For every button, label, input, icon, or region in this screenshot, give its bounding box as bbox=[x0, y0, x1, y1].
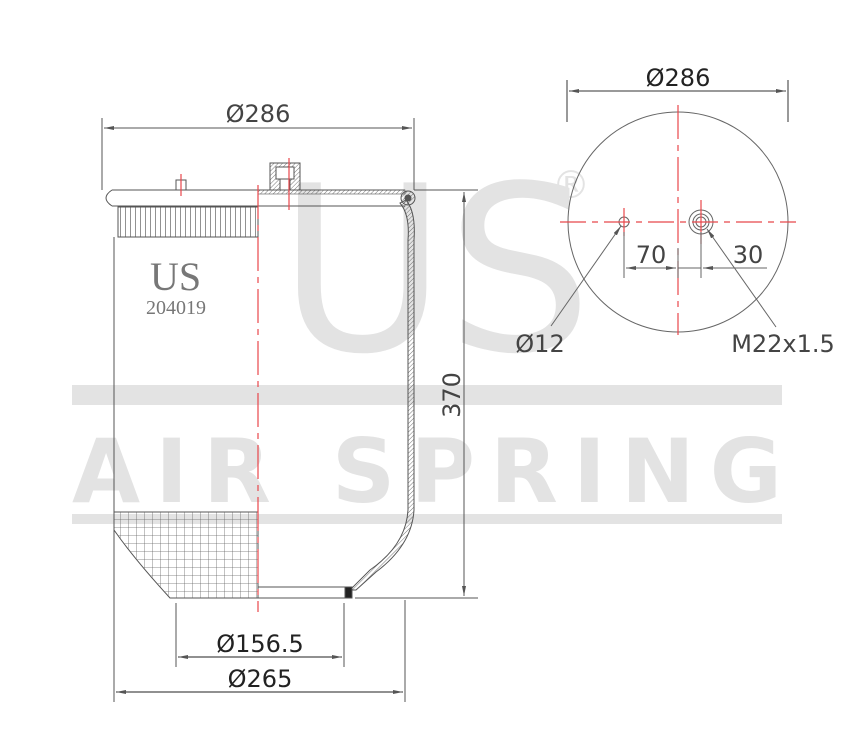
piston-grid bbox=[113, 511, 259, 599]
watermark-bar-top bbox=[72, 385, 782, 405]
watermark: US ® AIR SPRING bbox=[72, 138, 782, 524]
piston-bead bbox=[344, 586, 353, 599]
top-plate-section bbox=[257, 189, 406, 195]
part-label-brand: US bbox=[150, 254, 201, 299]
callout-leaders bbox=[550, 225, 777, 328]
piston-base bbox=[258, 586, 350, 599]
dim-top-diameter bbox=[566, 80, 789, 122]
thread-callout-label: M22x1.5 bbox=[731, 330, 835, 358]
bead-core bbox=[404, 194, 412, 202]
watermark-registered-mark: ® bbox=[552, 163, 590, 207]
side-centerlines bbox=[180, 158, 290, 612]
dim-side-top-label: Ø286 bbox=[226, 100, 291, 128]
port-thread bbox=[279, 178, 291, 191]
dim-height bbox=[355, 189, 478, 599]
dim-bottom-inner-label: Ø156.5 bbox=[216, 630, 304, 658]
dim-offset-right-label: 30 bbox=[733, 241, 764, 269]
dim-top-diameter-label: Ø286 bbox=[646, 64, 711, 92]
watermark-bar-bottom bbox=[72, 514, 782, 524]
watermark-brand: US bbox=[278, 138, 592, 405]
watermark-banner: AIR SPRING bbox=[72, 420, 782, 523]
dim-side-top bbox=[101, 118, 415, 190]
part-label-number: 204019 bbox=[146, 297, 206, 319]
dim-bottom-outer-label: Ø265 bbox=[228, 665, 293, 693]
rib-band bbox=[117, 206, 259, 238]
dim-offset-left-label: 70 bbox=[636, 241, 667, 269]
dim-height-label: 370 bbox=[438, 372, 466, 418]
bellows-wall-section bbox=[348, 199, 415, 591]
dim-bottom-outer bbox=[113, 512, 406, 702]
port-bore bbox=[275, 166, 295, 180]
dim-bottom-inner bbox=[175, 603, 345, 667]
hole-callout-label: Ø12 bbox=[515, 330, 564, 358]
part-label: US 204019 bbox=[146, 254, 206, 319]
top-centerlines bbox=[560, 105, 796, 335]
